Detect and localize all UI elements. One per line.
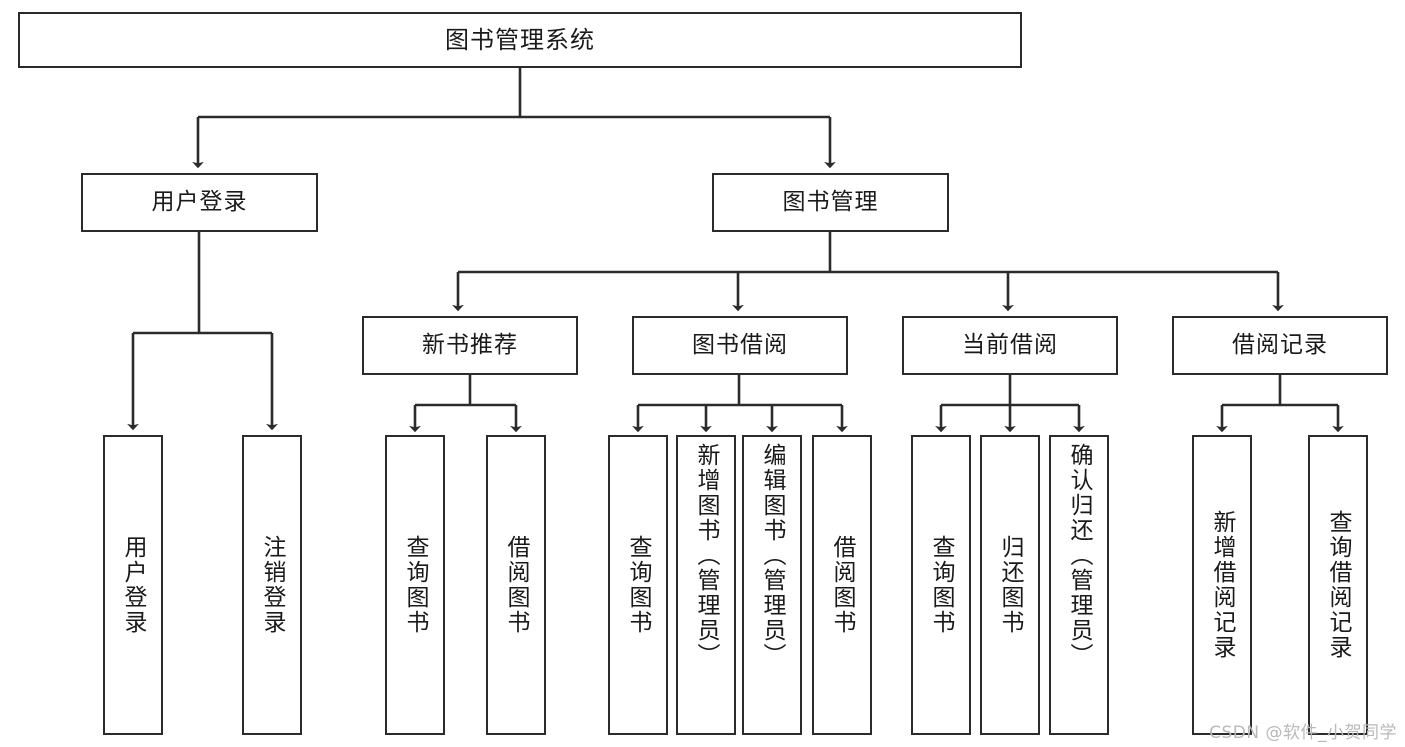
node-new-book-recommend[interactable]: 新书推荐 [362,316,578,375]
leaf-borrow-record-query[interactable]: 查询借阅记录 [1308,435,1368,735]
leaf-borrow-record-add[interactable]: 新增借阅记录 [1192,435,1252,735]
node-user-login[interactable]: 用户登录 [81,173,318,232]
node-borrow-record[interactable]: 借阅记录 [1172,316,1388,375]
leaf-book-borrow-add-admin[interactable]: 新增图书（管理员） [676,435,736,735]
node-current-borrow[interactable]: 当前借阅 [902,316,1118,375]
leaf-current-borrow-query[interactable]: 查询图书 [911,435,971,735]
leaf-book-borrow-edit-admin[interactable]: 编辑图书（管理员） [742,435,802,735]
node-book-borrow[interactable]: 图书借阅 [632,316,848,375]
csdn-watermark: CSDN @软件_小贺同学 [1209,723,1397,743]
leaf-book-borrow-query[interactable]: 查询图书 [608,435,668,735]
leaf-current-borrow-confirm-admin[interactable]: 确认归还（管理员） [1049,435,1109,735]
leaf-book-borrow-borrow[interactable]: 借阅图书 [812,435,872,735]
leaf-current-borrow-return[interactable]: 归还图书 [980,435,1040,735]
leaf-user-login-logout[interactable]: 注销登录 [242,435,302,735]
leaf-new-book-query[interactable]: 查询图书 [385,435,445,735]
node-root-system[interactable]: 图书管理系统 [18,12,1022,68]
node-book-management[interactable]: 图书管理 [712,173,949,232]
leaf-new-book-borrow[interactable]: 借阅图书 [486,435,546,735]
leaf-user-login-login[interactable]: 用户登录 [103,435,163,735]
